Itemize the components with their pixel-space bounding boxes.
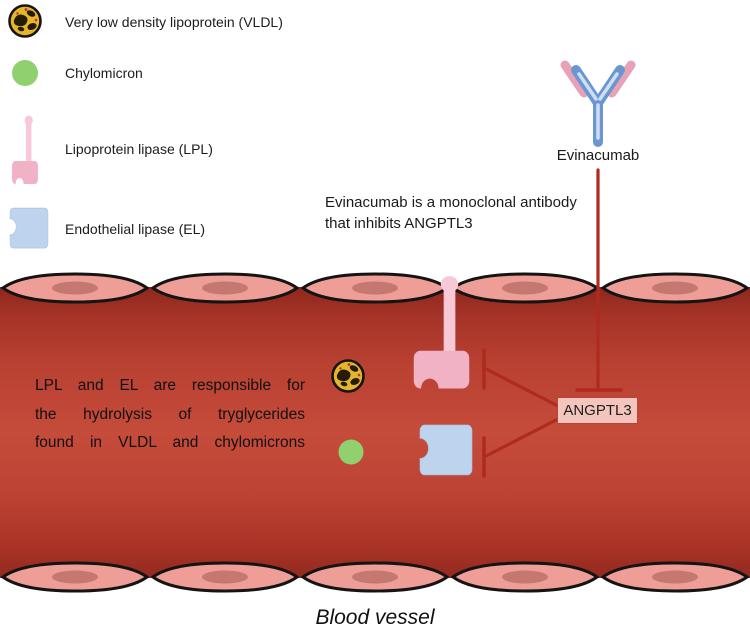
antibody-note: Evinacumab is a monoclonal antibody that… — [325, 194, 577, 232]
el-icon — [9, 207, 49, 249]
chylomicron-icon — [12, 60, 38, 86]
endothelial-cell — [1, 561, 149, 593]
endothelial-cell — [1, 272, 149, 304]
endothelial-cell — [301, 561, 449, 593]
blood-vessel-lumen — [0, 287, 750, 578]
angptl3-label-box: ANGPTL3 — [557, 397, 638, 424]
endothelial-cell — [601, 561, 749, 593]
endothelial-cell — [451, 561, 599, 593]
inhibition-line-angptl3-el — [484, 417, 560, 458]
endothelial-cell — [151, 561, 299, 593]
vessel-note-line: LPL and EL are responsible for — [35, 377, 305, 394]
vldl-particle — [331, 359, 365, 393]
legend-label-chylomicron: Chylomicron — [65, 65, 143, 81]
endothelial-cell — [151, 272, 299, 304]
legend-label-el: Endothelial lipase (EL) — [65, 221, 206, 237]
vessel-note-line: the hydrolysis of tryglycerides — [35, 405, 305, 423]
endothelial-cell — [301, 272, 449, 304]
vldl-icon — [8, 4, 42, 38]
lpl-icon — [12, 115, 38, 184]
endothelium-bottom — [1, 561, 749, 593]
legend-label-lpl: Lipoprotein lipase (LPL) — [65, 141, 213, 157]
evinacumab-label: Evinacumab — [556, 147, 640, 164]
angptl3-label: ANGPTL3 — [563, 402, 632, 419]
legend-label-vldl: Very low density lipoprotein (VLDL) — [65, 14, 283, 30]
blood-vessel-caption: Blood vessel — [315, 606, 435, 629]
inhibition-line-angptl3-lpl — [484, 367, 560, 408]
endothelial-cell — [601, 272, 749, 304]
inhibition-lines — [482, 168, 623, 478]
chylomicron-particle — [338, 439, 364, 465]
vessel-note-line: found in VLDL and chylomicrons — [35, 434, 305, 451]
endothelial-cell — [451, 272, 599, 304]
antibody-icon — [560, 60, 636, 147]
vessel-note: LPL and EL are responsible for the hydro… — [35, 372, 305, 458]
endothelium-top — [1, 272, 749, 304]
